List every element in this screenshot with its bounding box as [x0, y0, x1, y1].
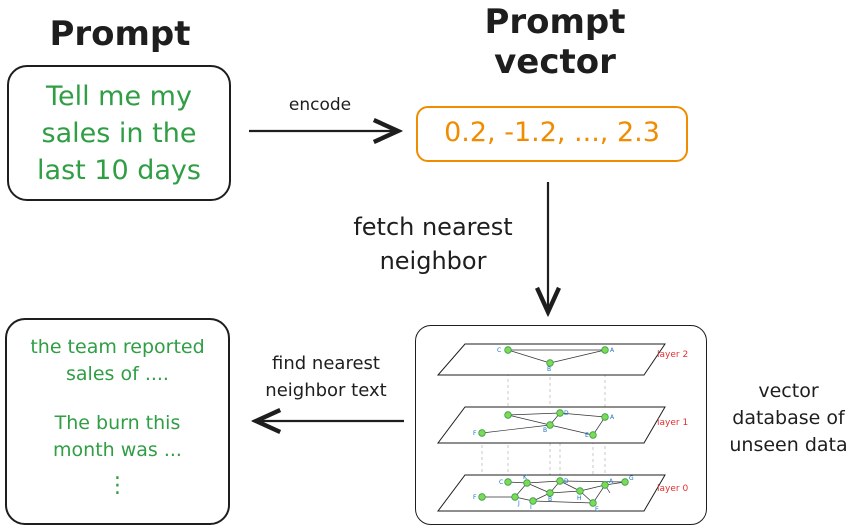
node-label: J [517, 500, 520, 507]
node-label: H [577, 495, 582, 502]
vector-db-line2: database of [732, 407, 845, 429]
graph-node [601, 346, 609, 354]
result-item-2-line2: month was ... [53, 439, 182, 461]
graph-node [511, 493, 519, 501]
graph-node [576, 487, 584, 495]
result-item-1-line2: sales of .... [66, 363, 169, 385]
fetch-line1: fetch nearest [353, 213, 513, 241]
node-label: E [585, 432, 589, 439]
node-label: A [609, 478, 614, 485]
graph-node [621, 478, 629, 486]
node-label: A [610, 414, 615, 421]
node-label: F [473, 494, 477, 501]
results-ellipsis: ⋮ [106, 473, 129, 498]
prompt-line: sales in the [41, 118, 197, 149]
graph-node [546, 359, 554, 367]
prompt-line: Tell me my [46, 81, 192, 112]
find-nearest-label: find nearest neighbor text [246, 350, 406, 404]
layer-1-label: layer 1 [657, 418, 688, 428]
prompt-vector-title-line1: Prompt [484, 2, 626, 42]
fetch-nearest-label: fetch nearest neighbor [328, 210, 538, 278]
vector-db-line3: unseen data [729, 434, 848, 456]
node-label: G [629, 475, 634, 482]
prompt-vector-value: 0.2, -1.2, ..., 2.3 [444, 117, 660, 148]
graph-node [546, 421, 554, 429]
graph-node [504, 478, 512, 486]
find-line1: find nearest [272, 353, 380, 374]
graph-node [478, 429, 486, 437]
prompt-text: Tell me my sales in the last 10 days [7, 78, 231, 189]
find-line2: neighbor text [265, 380, 387, 401]
graph-node [478, 493, 486, 501]
graph-node [601, 481, 609, 489]
graph-node [589, 431, 597, 439]
hnsw-graph: layer 2 layer 1 layer 0 C B A D A B E F [436, 343, 688, 513]
layer-0-label: layer 0 [657, 484, 688, 494]
node-label: B [543, 427, 547, 434]
results-text: the team reported sales of .... The burn… [5, 334, 230, 499]
result-item-2-line1: The burn this [54, 412, 181, 434]
node-label: I [530, 504, 532, 511]
graph-node [523, 479, 531, 487]
node-label: D [564, 478, 569, 485]
prompt-vector-box [416, 106, 688, 162]
layer-2-plane [436, 343, 666, 376]
vector-db-line1: vector [758, 380, 819, 402]
graph-node [589, 499, 597, 507]
node-label: D [564, 410, 569, 417]
graph-node [504, 411, 512, 419]
node-label: C [497, 347, 501, 354]
graph-node [546, 489, 554, 497]
node-label: B [548, 496, 552, 503]
result-item-1-line1: the team reported [30, 336, 205, 358]
graph-node [601, 413, 609, 421]
node-label: E [595, 506, 599, 513]
results-box [5, 318, 230, 525]
node-label: K [523, 474, 528, 481]
fetch-line2: neighbor [379, 247, 487, 275]
graph-node [529, 497, 537, 505]
node-label: B [547, 366, 551, 373]
graph-node [556, 477, 564, 485]
encode-label: encode [288, 95, 352, 115]
prompt-box [7, 65, 231, 201]
prompt-vector-title: Prompt vector [440, 2, 670, 82]
prompt-title: Prompt [49, 14, 191, 54]
vector-db-label: vector database of unseen data [712, 378, 865, 459]
node-label: F [473, 430, 477, 437]
graph-node [504, 346, 512, 354]
node-label: C [499, 479, 503, 486]
node-label: A [610, 347, 615, 354]
prompt-vector-title-line2: vector [494, 42, 616, 82]
layer-2-label: layer 2 [657, 350, 688, 360]
prompt-line: last 10 days [37, 155, 201, 186]
graph-node [556, 409, 564, 417]
